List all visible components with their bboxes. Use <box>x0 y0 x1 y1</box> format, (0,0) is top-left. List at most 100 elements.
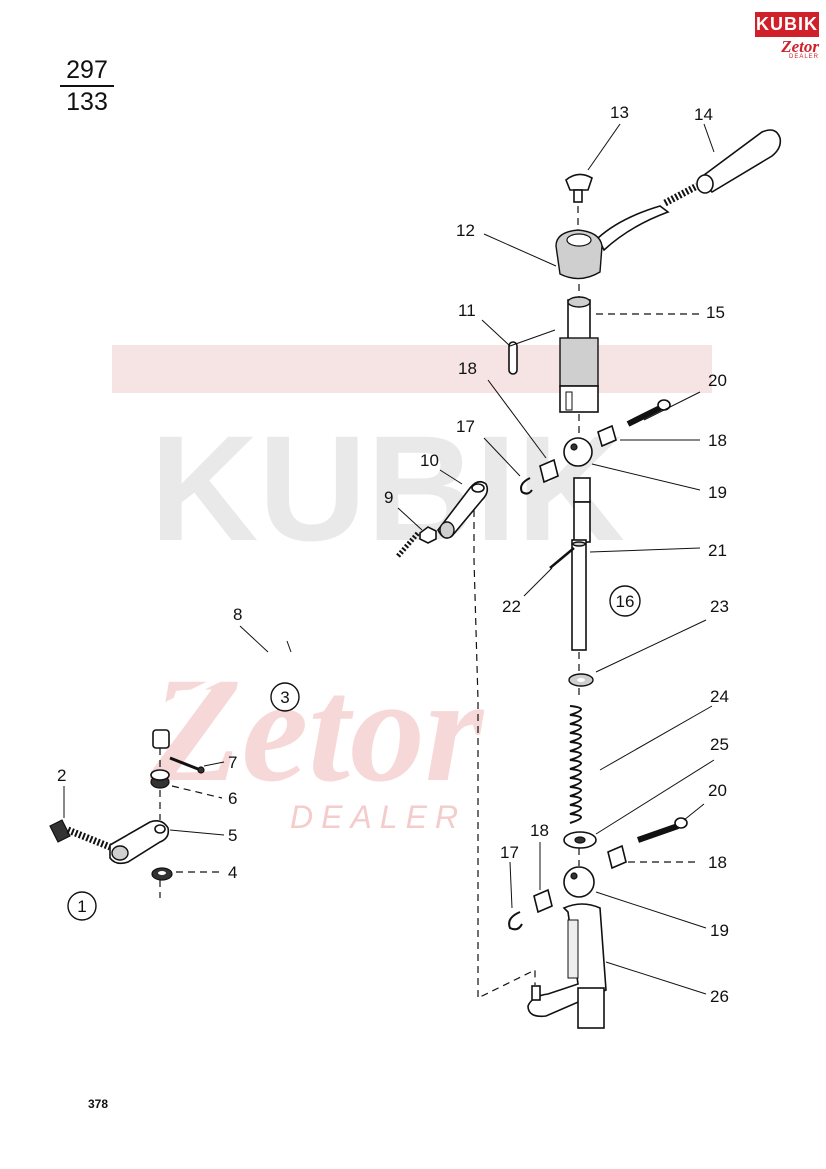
nut-9 <box>419 526 437 544</box>
pin-22 <box>549 547 575 569</box>
group-markers: 1 3 16 <box>67 585 641 921</box>
leader-8 <box>239 625 269 653</box>
logo-zetor: Zetor <box>781 37 819 56</box>
knob-14 <box>698 129 782 194</box>
group-label-3: 3 <box>280 688 289 707</box>
group-label-1: 1 <box>77 897 86 916</box>
label-5: 5 <box>228 826 237 845</box>
leader-19b <box>595 891 707 929</box>
pin-7-head <box>197 766 205 774</box>
right-assembly <box>508 129 782 1029</box>
leader-26 <box>605 961 707 995</box>
pin-11 <box>508 341 518 375</box>
leader-lines <box>63 123 715 995</box>
label-26: 26 <box>710 987 729 1006</box>
spring-coil <box>569 705 582 824</box>
leader-23 <box>595 619 707 673</box>
arm-26-tube <box>577 987 605 1029</box>
bolt-2-head <box>49 819 71 843</box>
block-18-right-upper <box>597 424 617 448</box>
label-19-lower: 19 <box>710 921 729 940</box>
label-13: 13 <box>610 103 629 122</box>
label-20-lower: 20 <box>708 781 727 800</box>
logo-dealer: DEALER <box>788 54 819 60</box>
group-circle-3 <box>270 682 300 712</box>
bolt-20-upper <box>626 405 662 427</box>
block-18-left-upper <box>539 458 559 484</box>
logo-kubik: KUBIK <box>755 12 819 37</box>
leader-20a <box>643 391 701 421</box>
leader-24 <box>599 705 713 771</box>
label-11: 11 <box>458 301 476 320</box>
bolt-20-upper-head <box>657 399 671 411</box>
watermark-zetor: Zetor <box>149 647 485 813</box>
watermark-dealer: DEALER <box>290 799 466 835</box>
label-17-lower: 17 <box>500 843 519 862</box>
leader-17b <box>509 861 513 909</box>
shaft-15-body <box>559 337 599 387</box>
leader-5 <box>169 829 225 836</box>
label-14: 14 <box>694 105 713 124</box>
label-2: 2 <box>57 766 66 785</box>
cap-13 <box>565 173 593 191</box>
bush-6-top <box>150 769 170 781</box>
leader-7 <box>203 761 225 767</box>
knob-14-end <box>696 174 714 194</box>
leader-10 <box>439 469 463 485</box>
shaft-21-hole <box>572 541 586 547</box>
leader-19a <box>591 463 701 491</box>
ball-19-lower <box>563 866 595 898</box>
label-15: 15 <box>706 303 725 322</box>
watermark-band <box>112 345 712 393</box>
ball-19-upper-hole <box>570 443 578 451</box>
bolt-2-thread <box>66 826 112 851</box>
group-circle-16 <box>609 585 641 617</box>
leader-11 <box>481 319 556 347</box>
label-18-upper-left: 18 <box>458 359 477 378</box>
rod-thread <box>396 531 420 558</box>
watermark: KUBIK Zetor DEALER <box>112 345 712 835</box>
housing-12-bore <box>566 233 592 247</box>
bolt-20-lower-head <box>674 817 688 829</box>
leader-17a <box>483 437 521 477</box>
arm-26-slot <box>567 919 579 979</box>
circlip-17-upper <box>520 477 533 495</box>
cap-13-stem <box>573 189 583 203</box>
washer-23-hole <box>577 678 585 682</box>
ball-19-lower-hole <box>570 872 578 880</box>
drawing-number-bottom: 133 <box>66 88 108 116</box>
rod-eye <box>152 729 170 749</box>
leader-21 <box>589 547 701 553</box>
label-18-lower-left: 18 <box>530 821 549 840</box>
ball-19-upper <box>563 437 593 467</box>
label-4: 4 <box>228 863 237 882</box>
lever-5-hole <box>154 824 166 834</box>
block-18-left-lower <box>533 888 553 914</box>
spring-24 <box>569 705 582 824</box>
part-labels: 2 4 5 6 7 8 9 10 11 12 13 14 15 17 18 18… <box>57 103 729 1006</box>
label-18-upper-right: 18 <box>708 431 727 450</box>
leader-13 <box>587 123 621 171</box>
watermark-kubik: KUBIK <box>150 404 625 572</box>
leader-25 <box>595 759 715 835</box>
clevis-10-slot <box>471 483 485 493</box>
page-number: 378 <box>88 1097 109 1111</box>
label-19-upper: 19 <box>708 483 727 502</box>
left-assembly <box>49 480 536 999</box>
fraction-bar <box>60 85 114 87</box>
label-23: 23 <box>710 597 729 616</box>
drawing-number-top: 297 <box>66 56 108 84</box>
leader-14 <box>703 123 715 153</box>
shaft-21 <box>571 539 587 651</box>
washer-25-hole <box>574 836 586 844</box>
leader-20b <box>683 803 705 821</box>
shaft-21-top <box>573 477 591 503</box>
label-9: 9 <box>384 488 393 507</box>
shaft-15-bore <box>567 296 591 308</box>
drawing-number: 297 133 <box>60 56 114 116</box>
label-17-upper: 17 <box>456 417 475 436</box>
leader-9 <box>397 507 423 531</box>
label-24: 24 <box>710 687 729 706</box>
label-6: 6 <box>228 789 237 808</box>
washer-4-hole <box>158 871 166 875</box>
